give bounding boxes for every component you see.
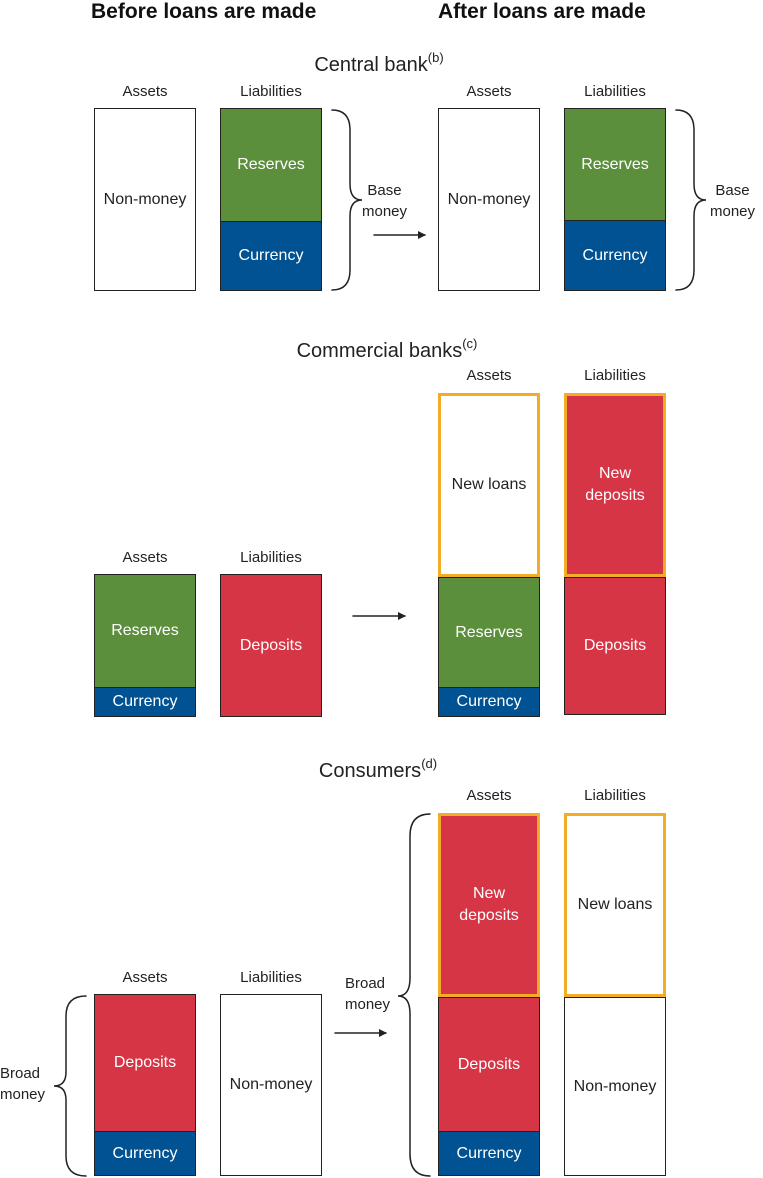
cb-after-brace (675, 109, 707, 291)
con-before-currency: Currency (94, 1131, 196, 1176)
cb-before-brace (331, 109, 363, 291)
com-after-reserves: Reserves (438, 577, 540, 688)
before-header: Before loans are made (91, 0, 317, 23)
cb-after-currency: Currency (564, 220, 666, 291)
after-header: After loans are made (438, 0, 646, 23)
com-after-new-loans: New loans (438, 393, 540, 577)
con-after-assets-header: Assets (466, 787, 512, 804)
com-before-deposits: Deposits (220, 574, 322, 717)
cb-before-liabilities-header: Liabilities (240, 83, 302, 100)
cb-before-assets-header: Assets (122, 83, 168, 100)
con-before-assets-header: Assets (122, 969, 168, 986)
cb-after-liabilities-header: Liabilities (584, 83, 646, 100)
com-after-currency: Currency (438, 687, 540, 717)
com-before-assets-header: Assets (122, 549, 168, 566)
central-bank-title: Central bank(b) (314, 50, 444, 76)
consumers-title: Consumers(d) (318, 756, 438, 782)
com-before-liabilities-header: Liabilities (240, 549, 302, 566)
con-after-non-money: Non-money (564, 997, 666, 1176)
com-after-assets-header: Assets (466, 367, 512, 384)
cb-before-reserves: Reserves (220, 108, 322, 222)
con-after-deposits: Deposits (438, 997, 540, 1132)
com-before-reserves: Reserves (94, 574, 196, 688)
con-after-currency: Currency (438, 1131, 540, 1176)
cb-after-non-money: Non-money (438, 108, 540, 291)
cb-before-non-money: Non-money (94, 108, 196, 291)
cb-after-assets-header: Assets (466, 83, 512, 100)
cb-after-reserves: Reserves (564, 108, 666, 221)
commercial-banks-title: Commercial banks(c) (296, 336, 478, 362)
com-after-deposits: Deposits (564, 577, 666, 715)
cb-before-currency: Currency (220, 221, 322, 291)
con-before-brace (53, 995, 87, 1177)
con-before-deposits: Deposits (94, 994, 196, 1132)
com-after-liabilities-header: Liabilities (584, 367, 646, 384)
con-after-liabilities-header: Liabilities (584, 787, 646, 804)
con-after-new-loans: New loans (564, 813, 666, 997)
com-before-currency: Currency (94, 687, 196, 717)
con-before-liabilities-header: Liabilities (240, 969, 302, 986)
con-after-brace (397, 813, 431, 1177)
con-before-non-money: Non-money (220, 994, 322, 1176)
